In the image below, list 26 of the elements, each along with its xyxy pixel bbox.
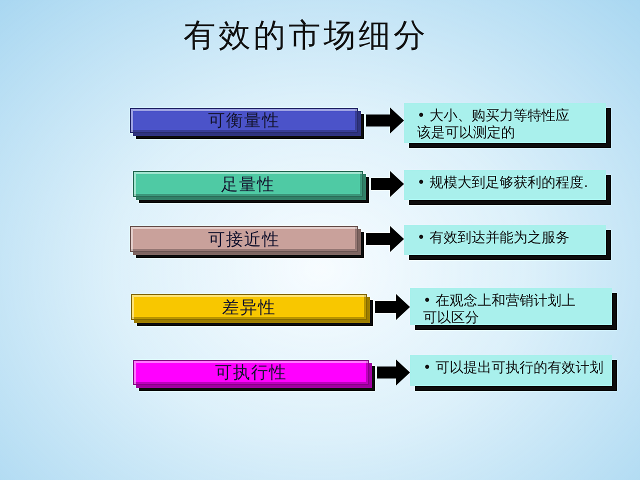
description-box <box>410 355 617 391</box>
category-bar <box>130 226 364 258</box>
arrow <box>366 108 404 134</box>
description-text: • 大小、购买力等特性应该是可以测定的 <box>417 108 571 142</box>
arrow <box>375 294 410 320</box>
category-bar <box>133 171 369 203</box>
arrow <box>366 226 404 252</box>
category-bar <box>131 294 373 326</box>
arrow <box>371 171 404 197</box>
description-box <box>410 288 617 330</box>
bar-label: 可接近性 <box>208 228 280 250</box>
bar-label: 可执行性 <box>215 362 287 384</box>
description-text: • 规模大到足够获利的程度. <box>417 175 590 192</box>
description-box <box>404 103 611 148</box>
description-text: • 可以提出可执行的有效计划 <box>423 360 605 377</box>
bar-label: 可衡量性 <box>208 110 280 132</box>
category-bar <box>133 360 375 391</box>
bar-label: 足量性 <box>221 174 275 196</box>
arrow <box>377 360 410 386</box>
description-text: • 在观念上和营销计划上可以区分 <box>423 293 577 327</box>
description-box <box>404 225 611 260</box>
title: 有效的市场细分 <box>184 17 428 54</box>
bar-label: 差异性 <box>222 296 276 318</box>
category-bar <box>130 108 364 139</box>
description-box <box>404 170 611 205</box>
description-text: • 有效到达并能为之服务 <box>417 230 571 247</box>
